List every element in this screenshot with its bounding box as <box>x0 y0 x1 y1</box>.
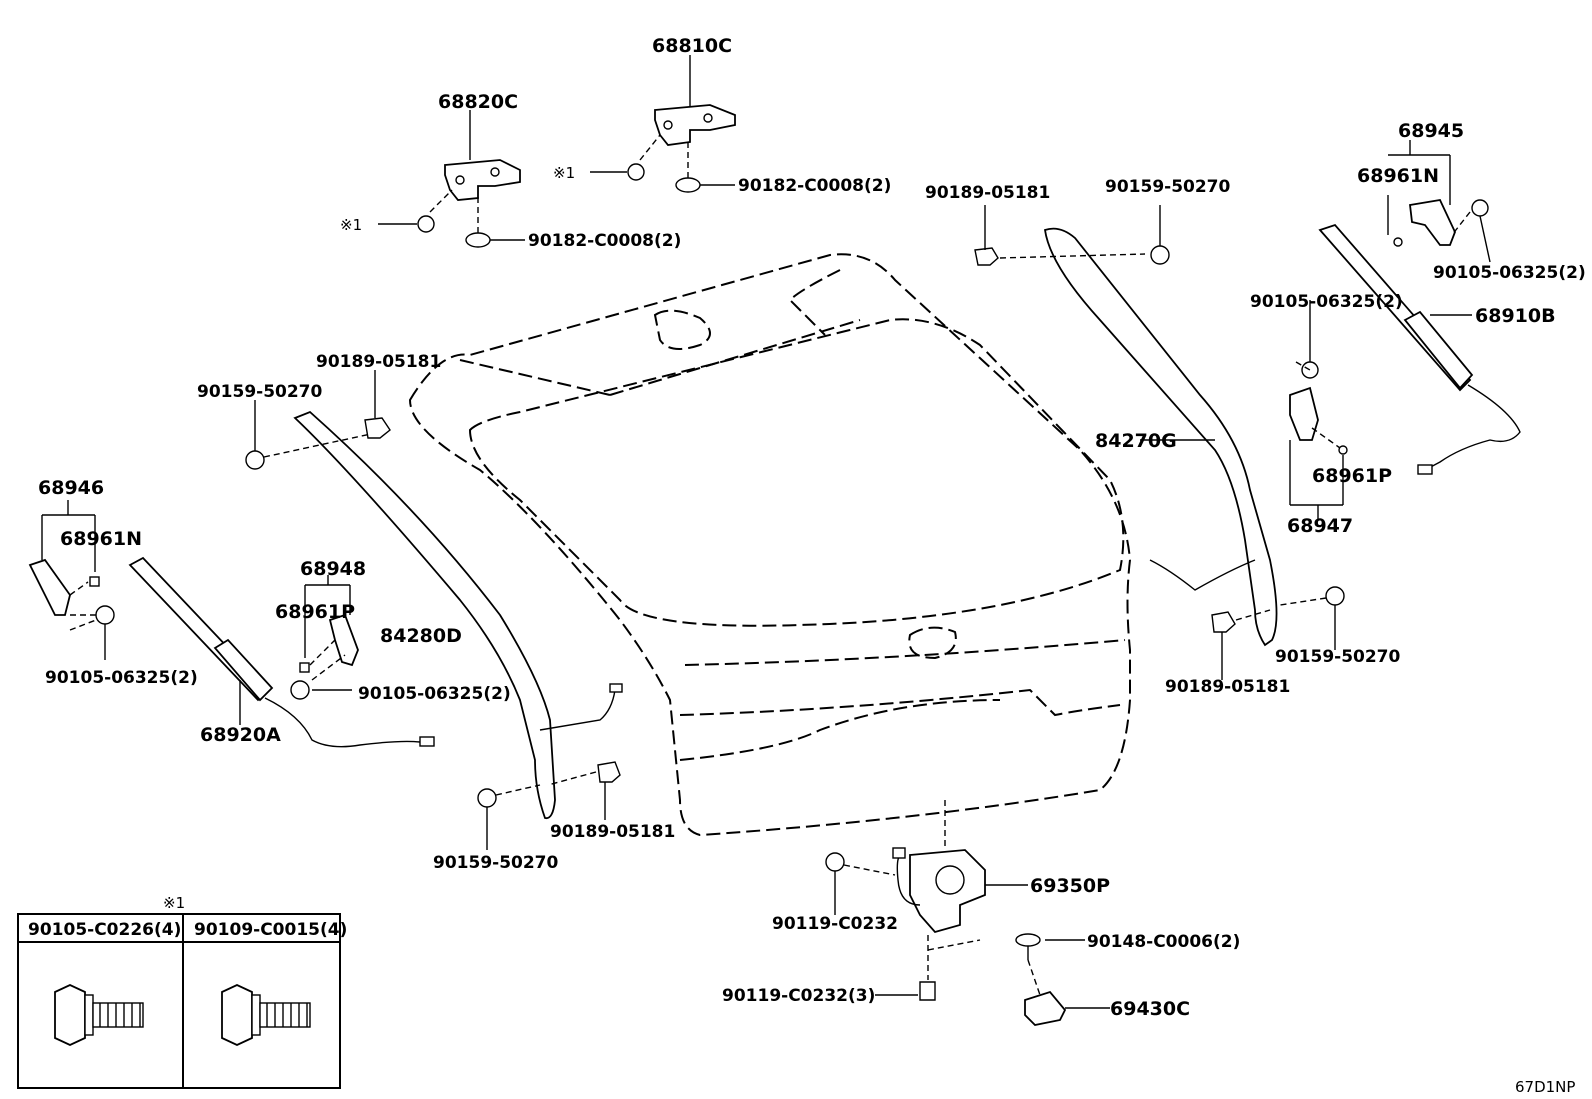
label-69430C: 69430C <box>1110 998 1190 1020</box>
clip-bottom-left-a[interactable] <box>477 784 541 850</box>
diagram-code: 67D1NP <box>1515 1078 1575 1096</box>
label-90105-right-lower: 90105-06325(2) <box>1250 292 1403 312</box>
label-mark1-a: ※1 <box>553 164 575 182</box>
label-90182-b: 90182-C0008(2) <box>528 231 681 251</box>
weatherstrip-84270G[interactable] <box>1044 227 1278 647</box>
label-90119-a: 90119-C0232 <box>772 914 898 934</box>
hinge-nut-left[interactable] <box>465 195 525 248</box>
bracket-68948[interactable] <box>290 575 359 700</box>
legend-col1-label: 90105-C0226(4) <box>28 920 181 940</box>
bolt-lock-b[interactable] <box>875 981 936 1001</box>
label-90182-a: 90182-C0008(2) <box>738 176 891 196</box>
weatherstrip-84280D[interactable] <box>293 410 623 820</box>
label-68961P-right: 68961P <box>1312 465 1392 487</box>
back-door-panel <box>408 253 1132 837</box>
hinge-bolt-left[interactable] <box>378 189 453 233</box>
label-84280D: 84280D <box>380 625 462 647</box>
part-labels: 68810C 68820C ※1 90182-C0008(2) ※1 90182… <box>38 35 1586 1096</box>
strut-68910B[interactable] <box>1318 223 1521 475</box>
bracket-68947[interactable] <box>1289 300 1348 520</box>
legend-box: ※1 90105-C0226(4) 90109-C0015(4) <box>17 894 347 1089</box>
label-90148: 90148-C0006(2) <box>1087 932 1240 952</box>
label-90105-right-upper: 90105-06325(2) <box>1433 263 1586 283</box>
label-90119-b: 90119-C0232(3) <box>722 986 875 1006</box>
legend-bolt-flange-icon <box>54 984 144 1046</box>
screw-90148[interactable] <box>1015 933 1085 996</box>
label-90105-left-lower: 90105-06325(2) <box>45 668 198 688</box>
label-84270G: 84270G <box>1095 430 1177 452</box>
label-68820C: 68820C <box>438 91 518 113</box>
label-90189-bottom-right: 90189-05181 <box>1165 677 1290 697</box>
striker-69430C[interactable] <box>1024 990 1110 1026</box>
label-68920A: 68920A <box>200 724 281 746</box>
label-mark1-b: ※1 <box>340 216 362 234</box>
strut-68920A[interactable] <box>128 556 435 748</box>
clip-bottom-right-a[interactable] <box>1211 609 1271 680</box>
bolt-right-upper[interactable] <box>1451 199 1491 263</box>
label-90159-left: 90159-50270 <box>197 382 323 402</box>
bracket-68945[interactable] <box>1387 140 1456 247</box>
bolt-lock-a[interactable] <box>825 852 896 915</box>
bracket-68946[interactable] <box>28 500 100 616</box>
hinge-bolt-right[interactable] <box>590 134 661 181</box>
lock-69350P[interactable] <box>892 800 1028 980</box>
legend-bolt-hex-icon <box>221 984 311 1046</box>
clip-top-right-a[interactable] <box>974 205 1146 266</box>
label-68961N-right: 68961N <box>1357 165 1439 187</box>
label-68948: 68948 <box>300 558 366 580</box>
label-90189-bottom-left: 90189-05181 <box>550 822 675 842</box>
label-90189-top-right: 90189-05181 <box>925 183 1050 203</box>
label-68910B: 68910B <box>1475 305 1556 327</box>
clip-left-a[interactable] <box>245 400 381 470</box>
bolt-left-lower[interactable] <box>69 581 115 660</box>
label-68961P-left: 68961P <box>275 601 355 623</box>
label-68961N-left: 68961N <box>60 528 142 550</box>
clip-bottom-right-b[interactable] <box>1279 586 1345 650</box>
clip-left-b[interactable] <box>364 370 391 439</box>
label-69350P: 69350P <box>1030 875 1110 897</box>
clip-bottom-left-b[interactable] <box>547 761 621 820</box>
hinge-68820C[interactable] <box>444 110 521 201</box>
legend-mark: ※1 <box>163 894 185 912</box>
label-68947: 68947 <box>1287 515 1353 537</box>
label-90189-left: 90189-05181 <box>316 352 441 372</box>
legend-col2-label: 90109-C0015(4) <box>194 920 347 940</box>
label-68810C: 68810C <box>652 35 732 57</box>
label-90159-bottom-right: 90159-50270 <box>1275 647 1401 667</box>
label-68946: 68946 <box>38 477 104 499</box>
label-90105-left-bracket: 90105-06325(2) <box>358 684 511 704</box>
hinge-nut-right[interactable] <box>675 140 735 193</box>
label-90159-top-right: 90159-50270 <box>1105 177 1231 197</box>
clip-top-right-b[interactable] <box>1150 205 1170 265</box>
label-68945: 68945 <box>1398 120 1464 142</box>
label-90159-bottom-left: 90159-50270 <box>433 853 559 873</box>
hinge-68810C[interactable] <box>654 55 736 146</box>
